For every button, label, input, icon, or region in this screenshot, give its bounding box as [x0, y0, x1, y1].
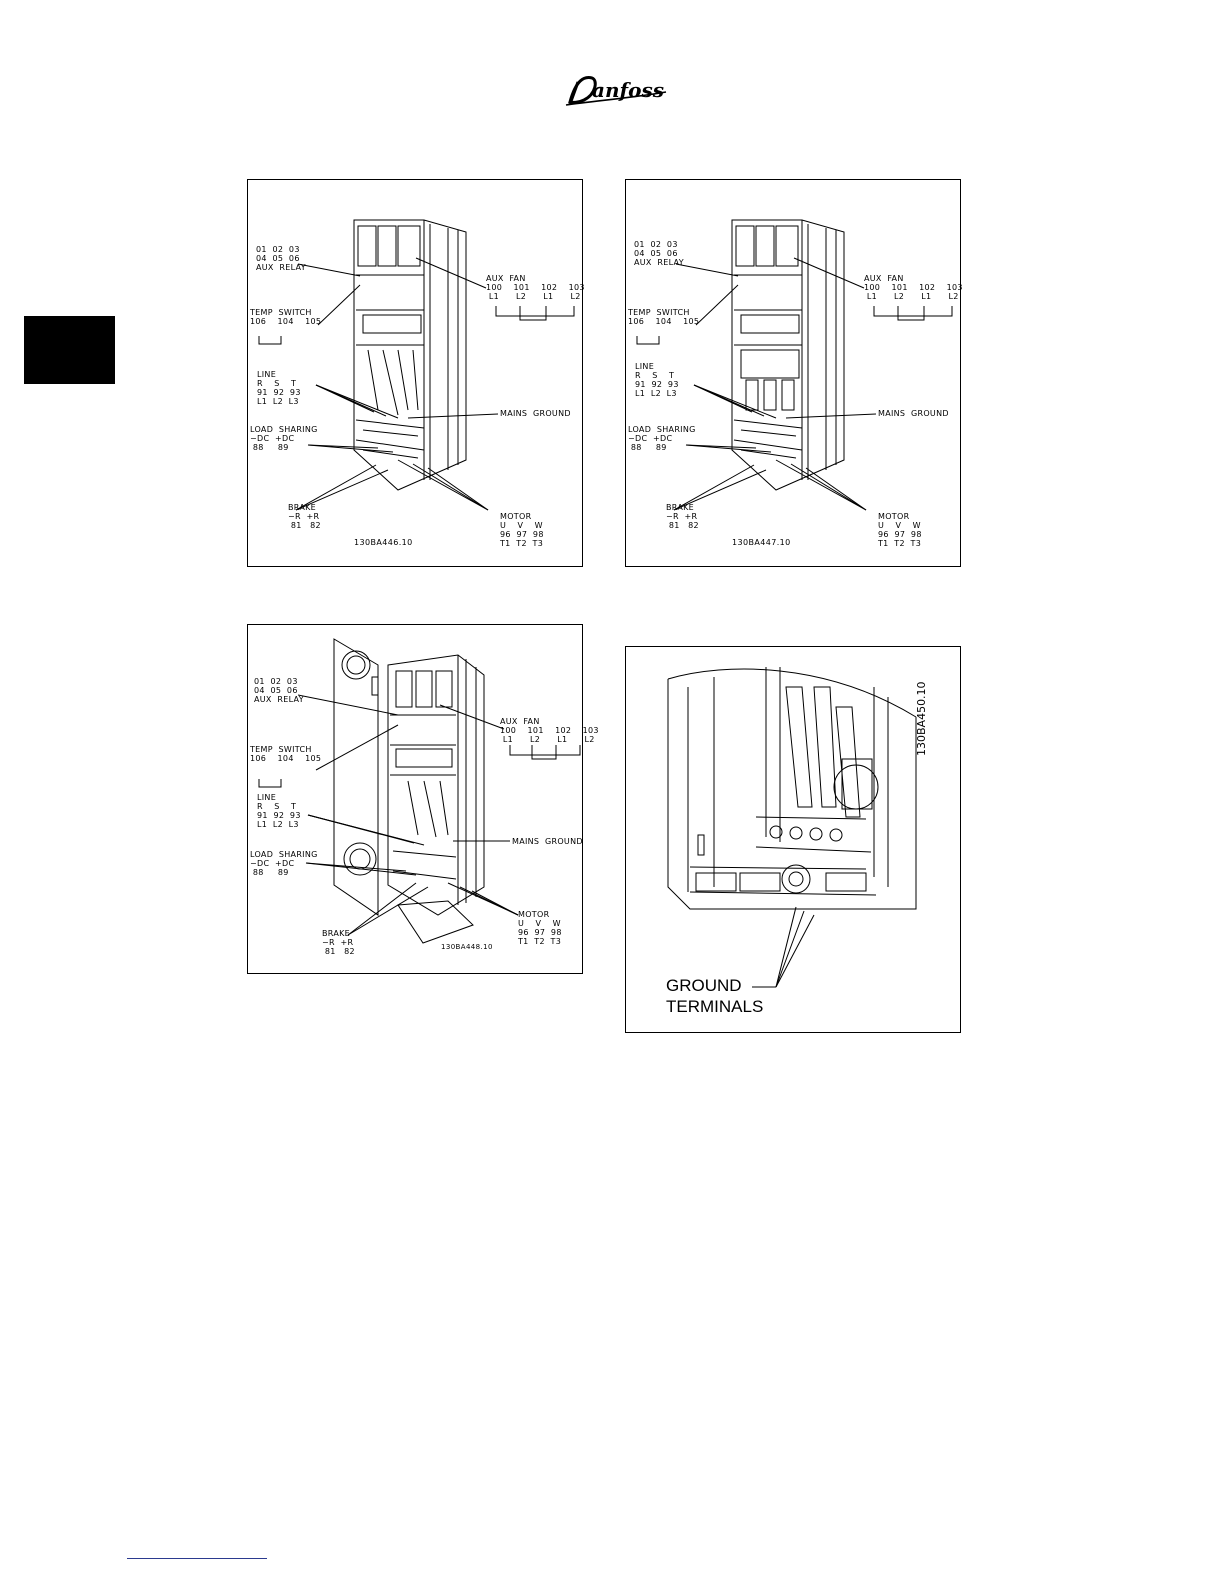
temp-switch-label: TEMP SWITCH 106 104 105 [250, 308, 322, 326]
chapter-tab [24, 316, 115, 384]
figure-cabinet-2: 01 02 03 04 05 06 AUX RELAY TEMP SWITCH … [625, 179, 963, 567]
line-label: LINE R S T 91 92 93 L1 L2 L3 [635, 362, 679, 398]
motor-label: MOTOR U V W 96 97 98 T1 T2 T3 [878, 512, 922, 548]
aux-relay-label: 01 02 03 04 05 06 AUX RELAY [256, 245, 306, 272]
cabinet-interior-drawing [667, 667, 917, 988]
load-sharing-label: LOAD SHARING −DC +DC 88 89 [628, 425, 696, 452]
line-label: LINE R S T 91 92 93 L1 L2 L3 [257, 793, 301, 829]
cabinet-drawing [258, 638, 581, 944]
figure-cabinet-1: 01 02 03 04 05 06 AUX RELAY TEMP SWITCH … [247, 179, 585, 567]
brake-label: BRAKE −R +R 81 82 [322, 929, 355, 956]
figure-code: 130BA450.10 [915, 681, 928, 756]
brake-label: BRAKE −R +R 81 82 [666, 503, 699, 530]
motor-label: MOTOR U V W 96 97 98 T1 T2 T3 [500, 512, 544, 548]
svg-text:anfoss: anfoss [592, 78, 664, 102]
cabinet-drawing [636, 219, 953, 511]
figure-code: 130BA446.10 [354, 538, 413, 547]
load-sharing-label: LOAD SHARING −DC +DC 88 89 [250, 850, 318, 877]
figure-ground-terminals: GROUND TERMINALS 130BA450.10 [625, 646, 961, 1033]
figure-code: 130BA448.10 [441, 943, 493, 951]
aux-relay-label: 01 02 03 04 05 06 AUX RELAY [634, 240, 684, 267]
mains-ground-label: MAINS GROUND [878, 409, 949, 418]
aux-relay-label: 01 02 03 04 05 06 AUX RELAY [254, 677, 304, 704]
mains-ground-label: MAINS GROUND [512, 837, 583, 846]
figure-cabinet-3: 01 02 03 04 05 06 AUX RELAY TEMP SWITCH … [247, 624, 598, 974]
figure-code: 130BA447.10 [732, 538, 791, 547]
temp-switch-label: TEMP SWITCH 106 104 105 [250, 745, 322, 763]
mains-ground-label: MAINS GROUND [500, 409, 571, 418]
aux-fan-label: AUX FAN 100 101 102 103 L1 L2 L1 L2 [500, 717, 599, 744]
ground-terminals-label: GROUND TERMINALS [666, 976, 764, 1016]
danfoss-logo: anfoss [562, 70, 672, 110]
motor-label: MOTOR U V W 96 97 98 T1 T2 T3 [518, 910, 562, 946]
load-sharing-label: LOAD SHARING −DC +DC 88 89 [250, 425, 318, 452]
temp-switch-label: TEMP SWITCH 106 104 105 [628, 308, 700, 326]
cabinet-drawing [258, 219, 575, 511]
aux-fan-label: AUX FAN 100 101 102 103 L1 L2 L1 L2 [864, 274, 963, 301]
line-label: LINE R S T 91 92 93 L1 L2 L3 [257, 370, 301, 406]
aux-fan-label: AUX FAN 100 101 102 103 L1 L2 L1 L2 [486, 274, 585, 301]
brake-label: BRAKE −R +R 81 82 [288, 503, 321, 530]
footer-rule [127, 1558, 267, 1559]
